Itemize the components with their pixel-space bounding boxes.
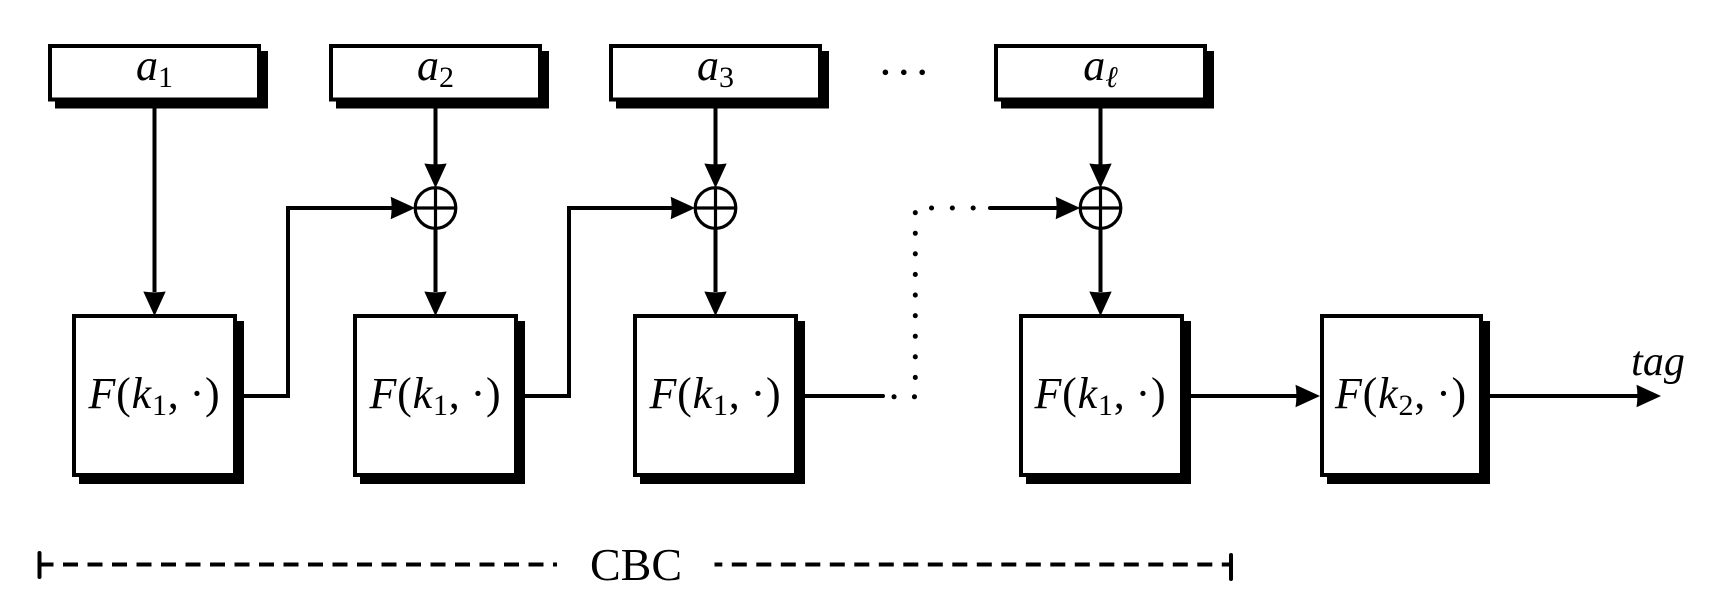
svg-text:F(k1,·): F(k1,·) — [1033, 369, 1166, 422]
svg-text:F(k1,·): F(k1,·) — [648, 369, 781, 422]
svg-text:a2: a2 — [417, 41, 454, 94]
svg-text:F(k1,·): F(k1,·) — [368, 369, 501, 422]
svg-text:a1: a1 — [136, 41, 173, 94]
svg-text:F(k2,·): F(k2,·) — [1334, 369, 1467, 422]
svg-text:a3: a3 — [697, 41, 734, 94]
svg-text:CBC: CBC — [590, 539, 682, 590]
svg-text:aℓ: aℓ — [1083, 41, 1118, 94]
svg-text:tag: tag — [1631, 339, 1685, 385]
svg-text:F(k1,·): F(k1,·) — [87, 369, 220, 422]
